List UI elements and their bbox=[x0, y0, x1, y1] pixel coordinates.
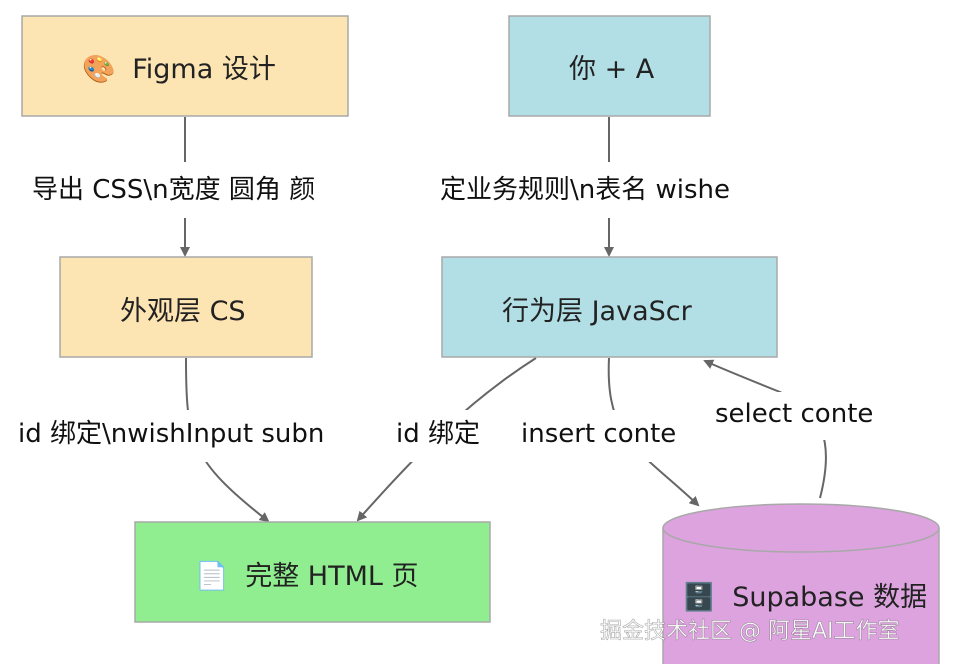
edge-label-js-to-html: id 绑定 bbox=[396, 419, 480, 449]
node-html-label: 完整 HTML 页 bbox=[245, 561, 418, 592]
node-supabase-db: 🗄️ Supabase 数据 bbox=[662, 503, 940, 664]
svg-text:📄 完整 HTML 页: 📄 完整 HTML 页 bbox=[195, 560, 419, 592]
node-js-layer: 行为层 JavaScr bbox=[441, 256, 778, 358]
node-css-layer: 外观层 CS bbox=[59, 256, 313, 358]
edge-label-bg bbox=[385, 410, 481, 462]
file-cabinet-icon: 🗄️ bbox=[682, 581, 716, 613]
edge-label-ai-to-js: 定业务规则\n表名 wishe bbox=[440, 175, 730, 205]
edge-label-figma-to-css: 导出 CSS\n宽度 圆角 颜 bbox=[32, 175, 315, 205]
node-figma-label: Figma 设计 bbox=[132, 54, 276, 85]
node-db-label: Supabase 数据 bbox=[732, 582, 927, 613]
edge-label-bg bbox=[708, 392, 894, 440]
edge-label-bg bbox=[430, 162, 782, 218]
node-html-page: 📄 完整 HTML 页 bbox=[134, 521, 491, 623]
svg-text:🎨 Figma 设计: 🎨 Figma 设计 bbox=[82, 52, 276, 85]
node-you-ai-label: 你 + A bbox=[569, 54, 655, 85]
palette-icon: 🎨 bbox=[82, 52, 116, 85]
edge-label-css-to-html: id 绑定\nwishInput subn bbox=[18, 419, 324, 449]
edge-label-db-to-js: select conte bbox=[715, 399, 873, 429]
edge-label-bg bbox=[510, 410, 695, 462]
svg-text:🗄️ Supabase 数据: 🗄️ Supabase 数据 bbox=[682, 581, 927, 613]
node-css-label: 外观层 CS bbox=[120, 296, 246, 327]
document-icon: 📄 bbox=[195, 560, 229, 592]
edge-label-bg bbox=[0, 410, 357, 462]
edge-label-js-to-db: insert conte bbox=[521, 419, 676, 449]
edge-label-bg bbox=[0, 162, 343, 218]
node-you-ai: 你 + A bbox=[508, 15, 711, 117]
watermark: 掘金技术社区 @ 阿星AI工作室 bbox=[600, 619, 900, 644]
node-figma-design: 🎨 Figma 设计 bbox=[21, 15, 349, 117]
node-js-label: 行为层 JavaScr bbox=[502, 296, 693, 327]
